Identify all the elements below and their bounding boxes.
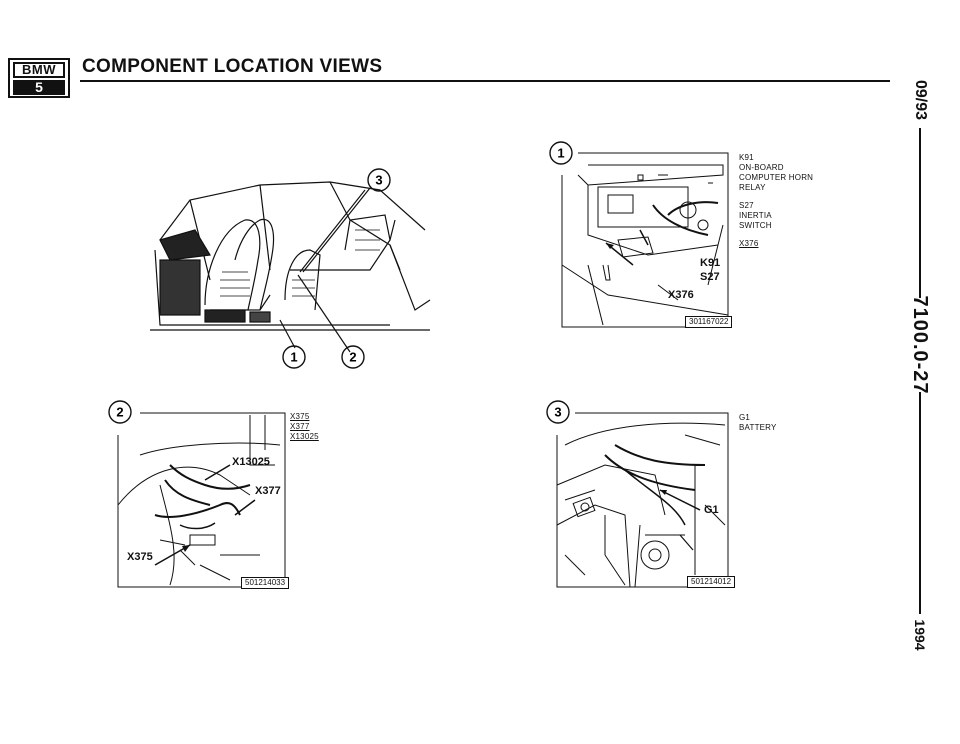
bmw-5-series-logo: BMW 5 <box>8 58 70 98</box>
legend-k91-desc-1: ON-BOARD <box>739 163 784 172</box>
view3-number-text: 3 <box>554 405 561 420</box>
view2-number-badge: 2 <box>108 400 132 424</box>
view3-label-g1: G1 <box>704 504 719 516</box>
side-rule-upper <box>919 128 921 298</box>
legend-g1-desc: BATTERY <box>739 423 777 432</box>
detail-view-1 <box>561 152 729 328</box>
legend-s27-desc-2: SWITCH <box>739 221 772 230</box>
view1-number-text: 1 <box>557 146 564 161</box>
legend-x375: X375 <box>290 412 310 421</box>
car-interior-illustration <box>150 181 431 353</box>
view3-legend: G1 BATTERY <box>739 413 777 433</box>
view1-legend: K91 ON-BOARD COMPUTER HORN RELAY S27 INE… <box>739 153 813 249</box>
overview-callout-3-text: 3 <box>375 173 382 188</box>
view2-label-x375: X375 <box>127 551 153 563</box>
logo-series: 5 <box>13 80 65 95</box>
view1-label-x376: X376 <box>668 289 694 301</box>
page-title: COMPONENT LOCATION VIEWS <box>82 56 383 77</box>
overview-callout-1: 1 <box>282 345 306 369</box>
view1-reference-number: 301167022 <box>685 316 733 328</box>
overview-callout-1-text: 1 <box>290 350 297 365</box>
legend-x376-code: X376 <box>739 239 759 248</box>
side-rule-lower <box>919 392 921 614</box>
view1-label-k91: K91 <box>700 257 721 269</box>
legend-x13025: X13025 <box>290 432 319 441</box>
view2-label-x13025: X13025 <box>232 456 270 468</box>
view3-number-badge: 3 <box>546 400 570 424</box>
view2-label-x377: X377 <box>255 485 281 497</box>
view2-legend: X375 X377 X13025 <box>290 412 319 442</box>
overview-callout-3: 3 <box>367 168 391 192</box>
logo-brand: BMW <box>13 62 65 78</box>
view2-reference-number: 501214033 <box>241 577 290 589</box>
legend-g1-code: G1 <box>739 413 751 422</box>
side-page-number: 7100.0-27 <box>909 295 932 395</box>
view2-number-text: 2 <box>116 405 123 420</box>
overview-callout-2-text: 2 <box>349 350 356 365</box>
view1-number-badge: 1 <box>549 141 573 165</box>
legend-s27-code: S27 <box>739 201 754 210</box>
view1-label-s27: S27 <box>700 271 720 283</box>
detail-view-3 <box>556 412 729 588</box>
legend-k91-desc-2: COMPUTER HORN <box>739 173 814 182</box>
overview-callout-2: 2 <box>341 345 365 369</box>
side-year: 1994 <box>912 619 928 651</box>
legend-k91-desc-3: RELAY <box>739 183 766 192</box>
title-rule <box>80 80 890 82</box>
side-date: 09/93 <box>912 79 929 121</box>
legend-k91-code: K91 <box>739 153 754 162</box>
legend-x377: X377 <box>290 422 310 431</box>
legend-s27-desc-1: INERTIA <box>739 211 772 220</box>
view3-reference-number: 501214012 <box>687 576 736 588</box>
